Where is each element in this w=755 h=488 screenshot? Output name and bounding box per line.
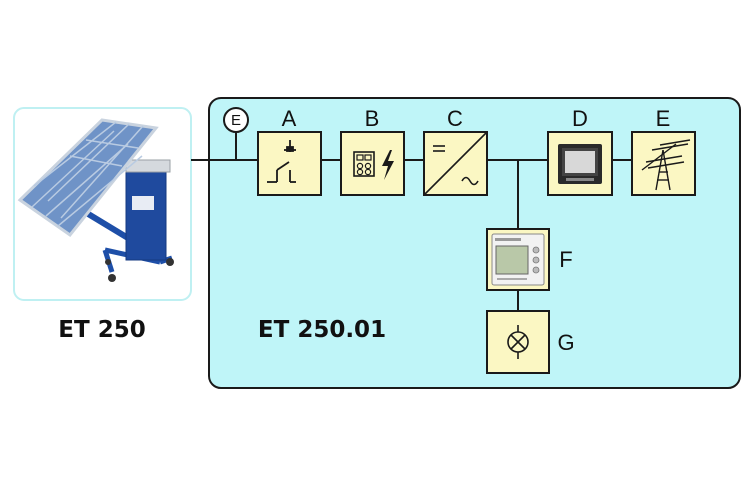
dc-ac-inverter-icon [423, 131, 488, 196]
block-f [486, 228, 550, 291]
block-d [547, 131, 613, 196]
block-e-letter: E [656, 106, 671, 131]
block-g-letter: G [557, 330, 574, 355]
block-d-letter: D [572, 106, 588, 131]
block-g [486, 310, 550, 374]
earth-marker-circle [223, 107, 249, 133]
block-a-letter: A [282, 106, 297, 131]
left-device-label: ET 250 [58, 317, 145, 343]
block-c [423, 131, 488, 196]
grid-pylon-icon [641, 139, 691, 191]
lamp-load-icon [507, 325, 529, 359]
block-b-letter: B [365, 106, 380, 131]
block-b [340, 131, 405, 196]
block-e [631, 131, 696, 196]
surge-protection-icon [353, 150, 394, 180]
block-a [257, 131, 322, 196]
data-logger-icon [491, 233, 545, 286]
earth-marker-label: E [231, 112, 241, 129]
solar-panel-stand-image [17, 118, 174, 282]
block-c-letter: C [447, 106, 463, 131]
disconnect-switch-icon [267, 140, 296, 183]
block-f-letter: F [559, 247, 572, 272]
system-label: ET 250.01 [258, 317, 386, 343]
power-meter-display-icon [558, 144, 602, 184]
